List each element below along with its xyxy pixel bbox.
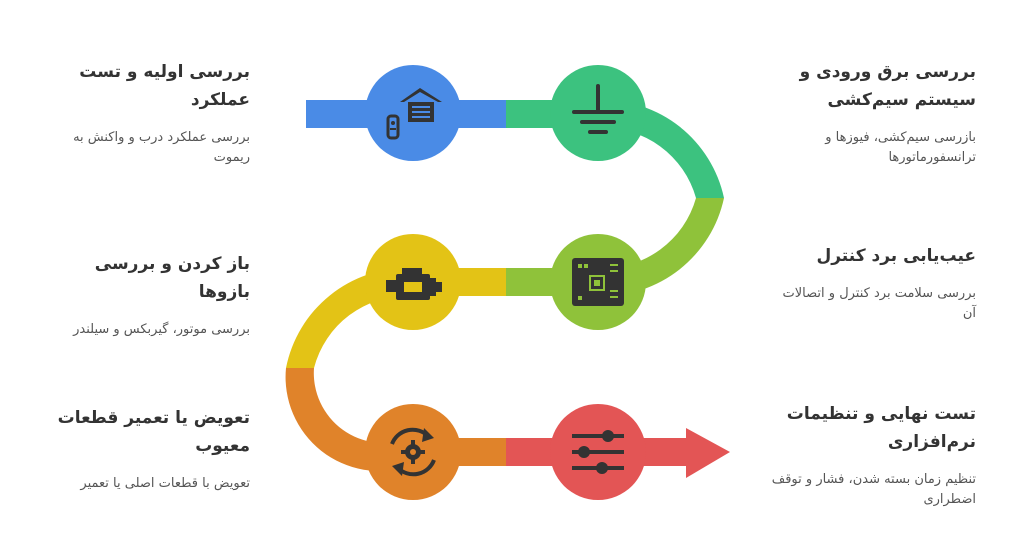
step-2-title: بررسی برق ورودی و سیستم سیم‌کشی <box>799 62 976 110</box>
step-1-text: بررسی اولیه و تست عملکرد بررسی عملکرد در… <box>40 58 250 168</box>
step-6-description: تنظیم زمان بسته شدن، فشار و توقف اضطراری <box>771 472 976 507</box>
ground-symbol-icon <box>572 84 624 134</box>
sliders-icon <box>572 430 624 474</box>
circuit-board-icon <box>572 258 624 306</box>
step-6-title: تست نهایی و تنظیمات نرم‌افزاری <box>786 404 976 452</box>
step-2-description: بازرسی سیم‌کشی، فیوزها و ترانسفورماتورها <box>825 130 976 165</box>
arrow-head <box>686 428 730 478</box>
step-5-description: تعویض با قطعات اصلی یا تعمیر <box>80 476 250 491</box>
step-1-title: بررسی اولیه و تست عملکرد <box>79 62 250 110</box>
step-4-text: باز کردن و بررسی بازوها بررسی موتور، گیر… <box>40 250 250 340</box>
step-1-description: بررسی عملکرد درب و واکنش به ریموت <box>73 130 250 165</box>
step-5-title: تعویض یا تعمیر قطعات معیوب <box>57 408 250 456</box>
step-3-text: عیب‌یابی برد کنترل بررسی سلامت برد کنترل… <box>766 242 976 324</box>
step-4-description: بررسی موتور، گیربکس و سیلندر <box>73 322 250 337</box>
step-4-title: باز کردن و بررسی بازوها <box>94 254 250 302</box>
gear-cycle-icon <box>390 427 436 477</box>
engine-icon <box>386 268 442 300</box>
step-5-text: تعویض یا تعمیر قطعات معیوب تعویض با قطعا… <box>40 404 250 494</box>
step-3-title: عیب‌یابی برد کنترل <box>816 246 976 266</box>
garage-door-remote-icon <box>386 88 442 140</box>
step-3-description: بررسی سلامت برد کنترل و اتصالات آن <box>782 286 976 321</box>
step-6-text: تست نهایی و تنظیمات نرم‌افزاری تنظیم زما… <box>766 400 976 510</box>
step-2-text: بررسی برق ورودی و سیستم سیم‌کشی بازرسی س… <box>766 58 976 168</box>
